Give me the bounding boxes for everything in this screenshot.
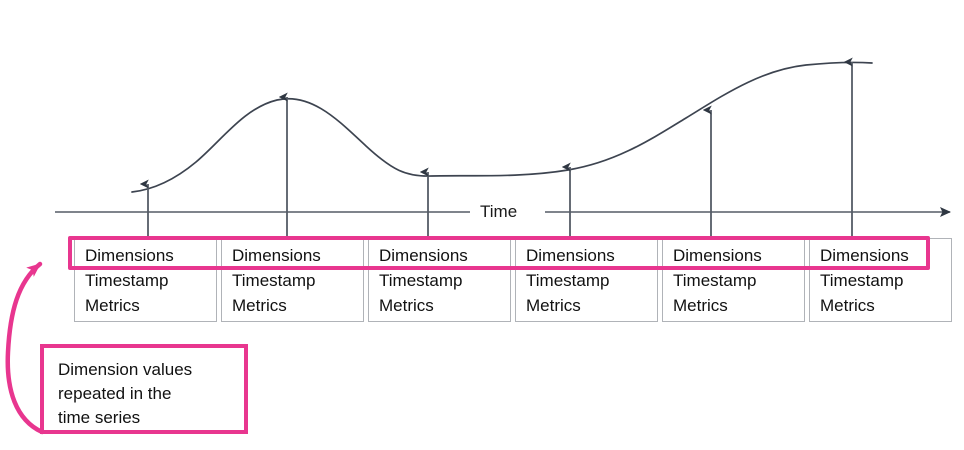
curved-arrow-icon — [5, 261, 45, 435]
record-box[interactable]: Dimensions Timestamp Metrics — [74, 238, 217, 322]
record-timestamp: Timestamp — [232, 271, 316, 290]
callout-box: Dimension values repeated in the time se… — [40, 344, 248, 434]
record-metrics: Metrics — [673, 296, 728, 315]
record-dimensions: Dimensions — [820, 246, 909, 265]
record-box[interactable]: Dimensions Timestamp Metrics — [368, 238, 511, 322]
record-box[interactable]: Dimensions Timestamp Metrics — [515, 238, 658, 322]
record-timestamp: Timestamp — [673, 271, 757, 290]
timeseries-curve — [131, 61, 873, 193]
record-dimensions: Dimensions — [232, 246, 321, 265]
record-metrics: Metrics — [232, 296, 287, 315]
record-metrics: Metrics — [85, 296, 140, 315]
record-timestamp: Timestamp — [379, 271, 463, 290]
record-dimensions: Dimensions — [85, 246, 174, 265]
callout-line: repeated in the — [58, 384, 172, 403]
record-dimensions: Dimensions — [379, 246, 468, 265]
record-timestamp: Timestamp — [85, 271, 169, 290]
record-dimensions: Dimensions — [526, 246, 615, 265]
callout-line: Dimension values — [58, 360, 193, 379]
record-box[interactable]: Dimensions Timestamp Metrics — [662, 238, 805, 322]
record-timestamp: Timestamp — [526, 271, 610, 290]
record-timestamp: Timestamp — [820, 271, 904, 290]
record-dimensions: Dimensions — [673, 246, 762, 265]
record-box[interactable]: Dimensions Timestamp Metrics — [221, 238, 364, 322]
callout-line: time series — [58, 408, 141, 427]
record-metrics: Metrics — [526, 296, 581, 315]
record-metrics: Metrics — [379, 296, 434, 315]
record-metrics: Metrics — [820, 296, 875, 315]
time-axis-label: Time — [473, 203, 525, 220]
